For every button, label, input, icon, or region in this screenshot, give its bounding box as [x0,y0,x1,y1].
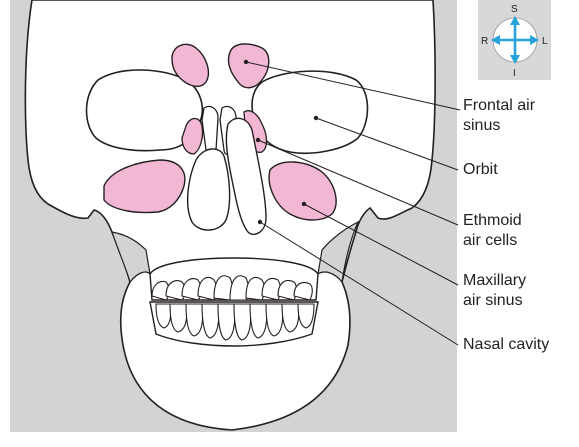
label-line: Nasal cavity [463,335,549,355]
left-orbit-shape [252,71,367,153]
label-line: air cells [463,231,522,251]
label-line: Ethmoid [463,211,522,231]
compass-right-letter: L [542,36,548,47]
label-line: sinus [463,116,535,136]
label-line: Maxillary [463,271,526,291]
compass-top-letter: S [511,4,518,15]
label-line: Frontal air [463,96,535,116]
compass-left-letter: R [481,36,488,47]
label-nasal-cavity: Nasal cavity [463,335,549,355]
label-maxillary-air-sinus: Maxillary air sinus [463,271,526,311]
orientation-compass: S I R L [478,0,551,80]
label-ethmoid-air-cells: Ethmoid air cells [463,211,522,251]
label-orbit: Orbit [463,160,498,180]
label-line: Orbit [463,160,498,180]
compass-bottom-letter: I [513,68,516,79]
label-line: air sinus [463,291,526,311]
label-frontal-air-sinus: Frontal air sinus [463,96,535,136]
